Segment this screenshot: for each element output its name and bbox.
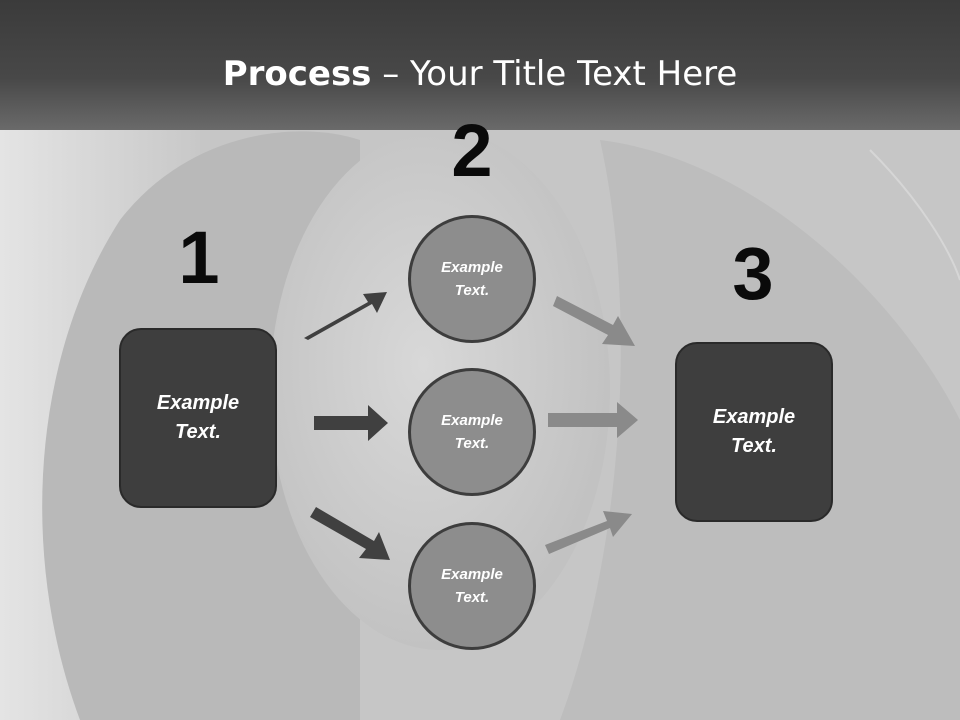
title-rest-part: – Your Title Text Here [371,54,738,94]
left-box-text: Example Text. [156,392,240,443]
title-bold-part: Process [222,54,372,94]
step-number-2: 2 [451,109,493,192]
step-number-1: 1 [178,216,220,299]
arrow-from-middle-circle [548,402,638,438]
right-box: Example Text. [675,342,833,522]
arrow-from-bottom-circle [545,511,632,554]
slide-title: Process – Your Title Text Here [0,50,960,98]
step-number-3: 3 [732,232,774,315]
circle-bottom: Example Text. [408,522,536,650]
circle-bottom-text: Example Text. [441,566,503,606]
arrow-to-top-circle [304,292,387,340]
circle-middle: Example Text. [408,368,536,496]
circle-middle-text: Example Text. [441,412,503,452]
right-box-text: Example Text. [712,406,796,457]
circle-top: Example Text. [408,215,536,343]
title-band [0,0,960,130]
arrow-to-middle-circle [314,405,388,441]
arrow-from-top-circle [553,296,635,346]
arrow-to-bottom-circle [310,507,390,560]
circle-top-text: Example Text. [441,259,503,299]
left-box: Example Text. [119,328,277,508]
